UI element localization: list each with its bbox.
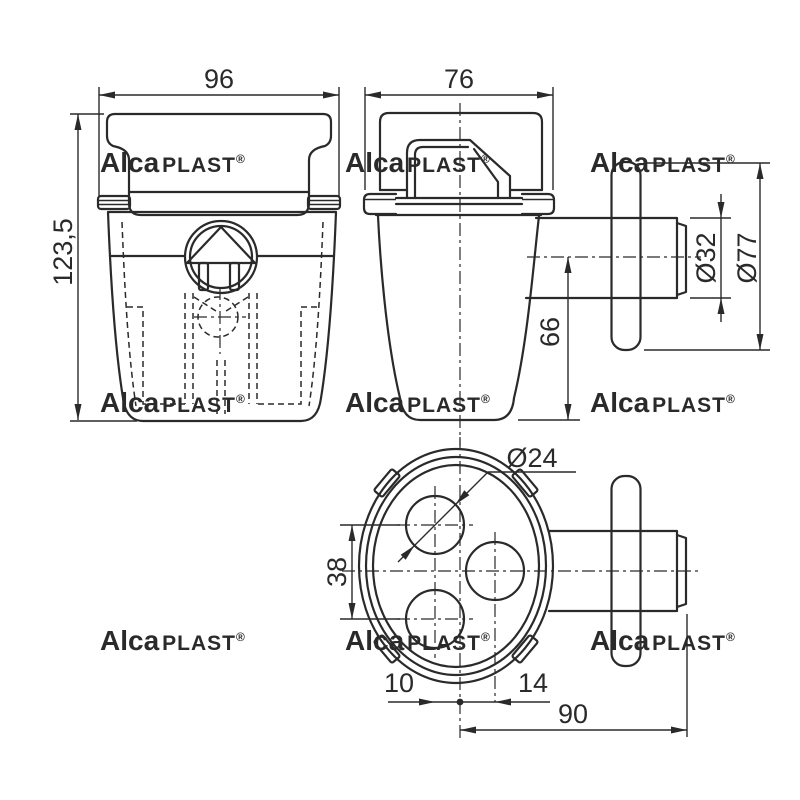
centerpoint-dot (456, 698, 464, 706)
valve-left-prong (197, 261, 210, 292)
dimension-flange-diameter: Ø77 (644, 162, 770, 351)
front-view (96, 112, 342, 423)
bottom-rim-clips (373, 468, 539, 664)
offset-left-label: 10 (384, 668, 414, 698)
dimension-offsets: 10 14 (384, 668, 550, 706)
bottom-rim-middle (364, 455, 548, 677)
valve-right-prong (228, 261, 241, 292)
front-right-tab (306, 194, 342, 211)
side-left-tab (362, 192, 398, 216)
flange-diameter-label: Ø77 (732, 232, 762, 283)
dimension-side-width: 76 (364, 64, 554, 190)
dimension-pipe-diameter: Ø32 (690, 194, 731, 322)
dimension-hole-diameter: Ø24 (397, 443, 576, 563)
bottom-centerlines (342, 437, 700, 739)
dimension-outlet-length: 90 (460, 614, 688, 737)
side-cap-outline (378, 111, 544, 192)
outlet-pipe-bottom (547, 529, 679, 613)
pipe-diameter-label: Ø32 (691, 232, 721, 283)
valve-cone-triangle (185, 225, 257, 265)
front-left-tab (96, 194, 132, 211)
outlet-height-label: 66 (535, 317, 565, 347)
front-lid-outline (105, 112, 333, 194)
side-right-tab (520, 192, 556, 216)
side-width-label: 76 (444, 64, 474, 94)
side-view (362, 103, 701, 446)
side-cup-outline (376, 214, 541, 422)
front-width-label: 96 (204, 64, 234, 94)
dimension-hole-spacing: 38 (322, 524, 400, 620)
flange-side (610, 160, 642, 352)
front-center-crosshair (194, 287, 246, 354)
outlet-pipe-side (524, 216, 679, 300)
outlet-pipe-end-side (675, 221, 688, 297)
outlet-length-label: 90 (558, 699, 588, 729)
side-knob-inner (413, 145, 500, 200)
offset-right-label: 14 (518, 668, 548, 698)
front-cup-outline (106, 210, 338, 423)
side-rim (374, 196, 543, 217)
front-height-label: 123,5 (48, 218, 78, 286)
bottom-view (342, 437, 700, 739)
dimension-front-width: 96 (98, 64, 340, 197)
hole-diameter-label: Ø24 (506, 443, 557, 473)
front-hidden-detail (121, 221, 324, 414)
bottom-rim-inner (371, 463, 541, 669)
dimension-outlet-height: 66 (518, 257, 580, 421)
hole-spacing-label: 38 (322, 557, 352, 587)
dimension-front-height: 123,5 (48, 113, 137, 422)
bottom-rim-outer (357, 447, 555, 685)
side-knob-outer (405, 138, 512, 200)
valve-outer-circle (183, 219, 259, 295)
